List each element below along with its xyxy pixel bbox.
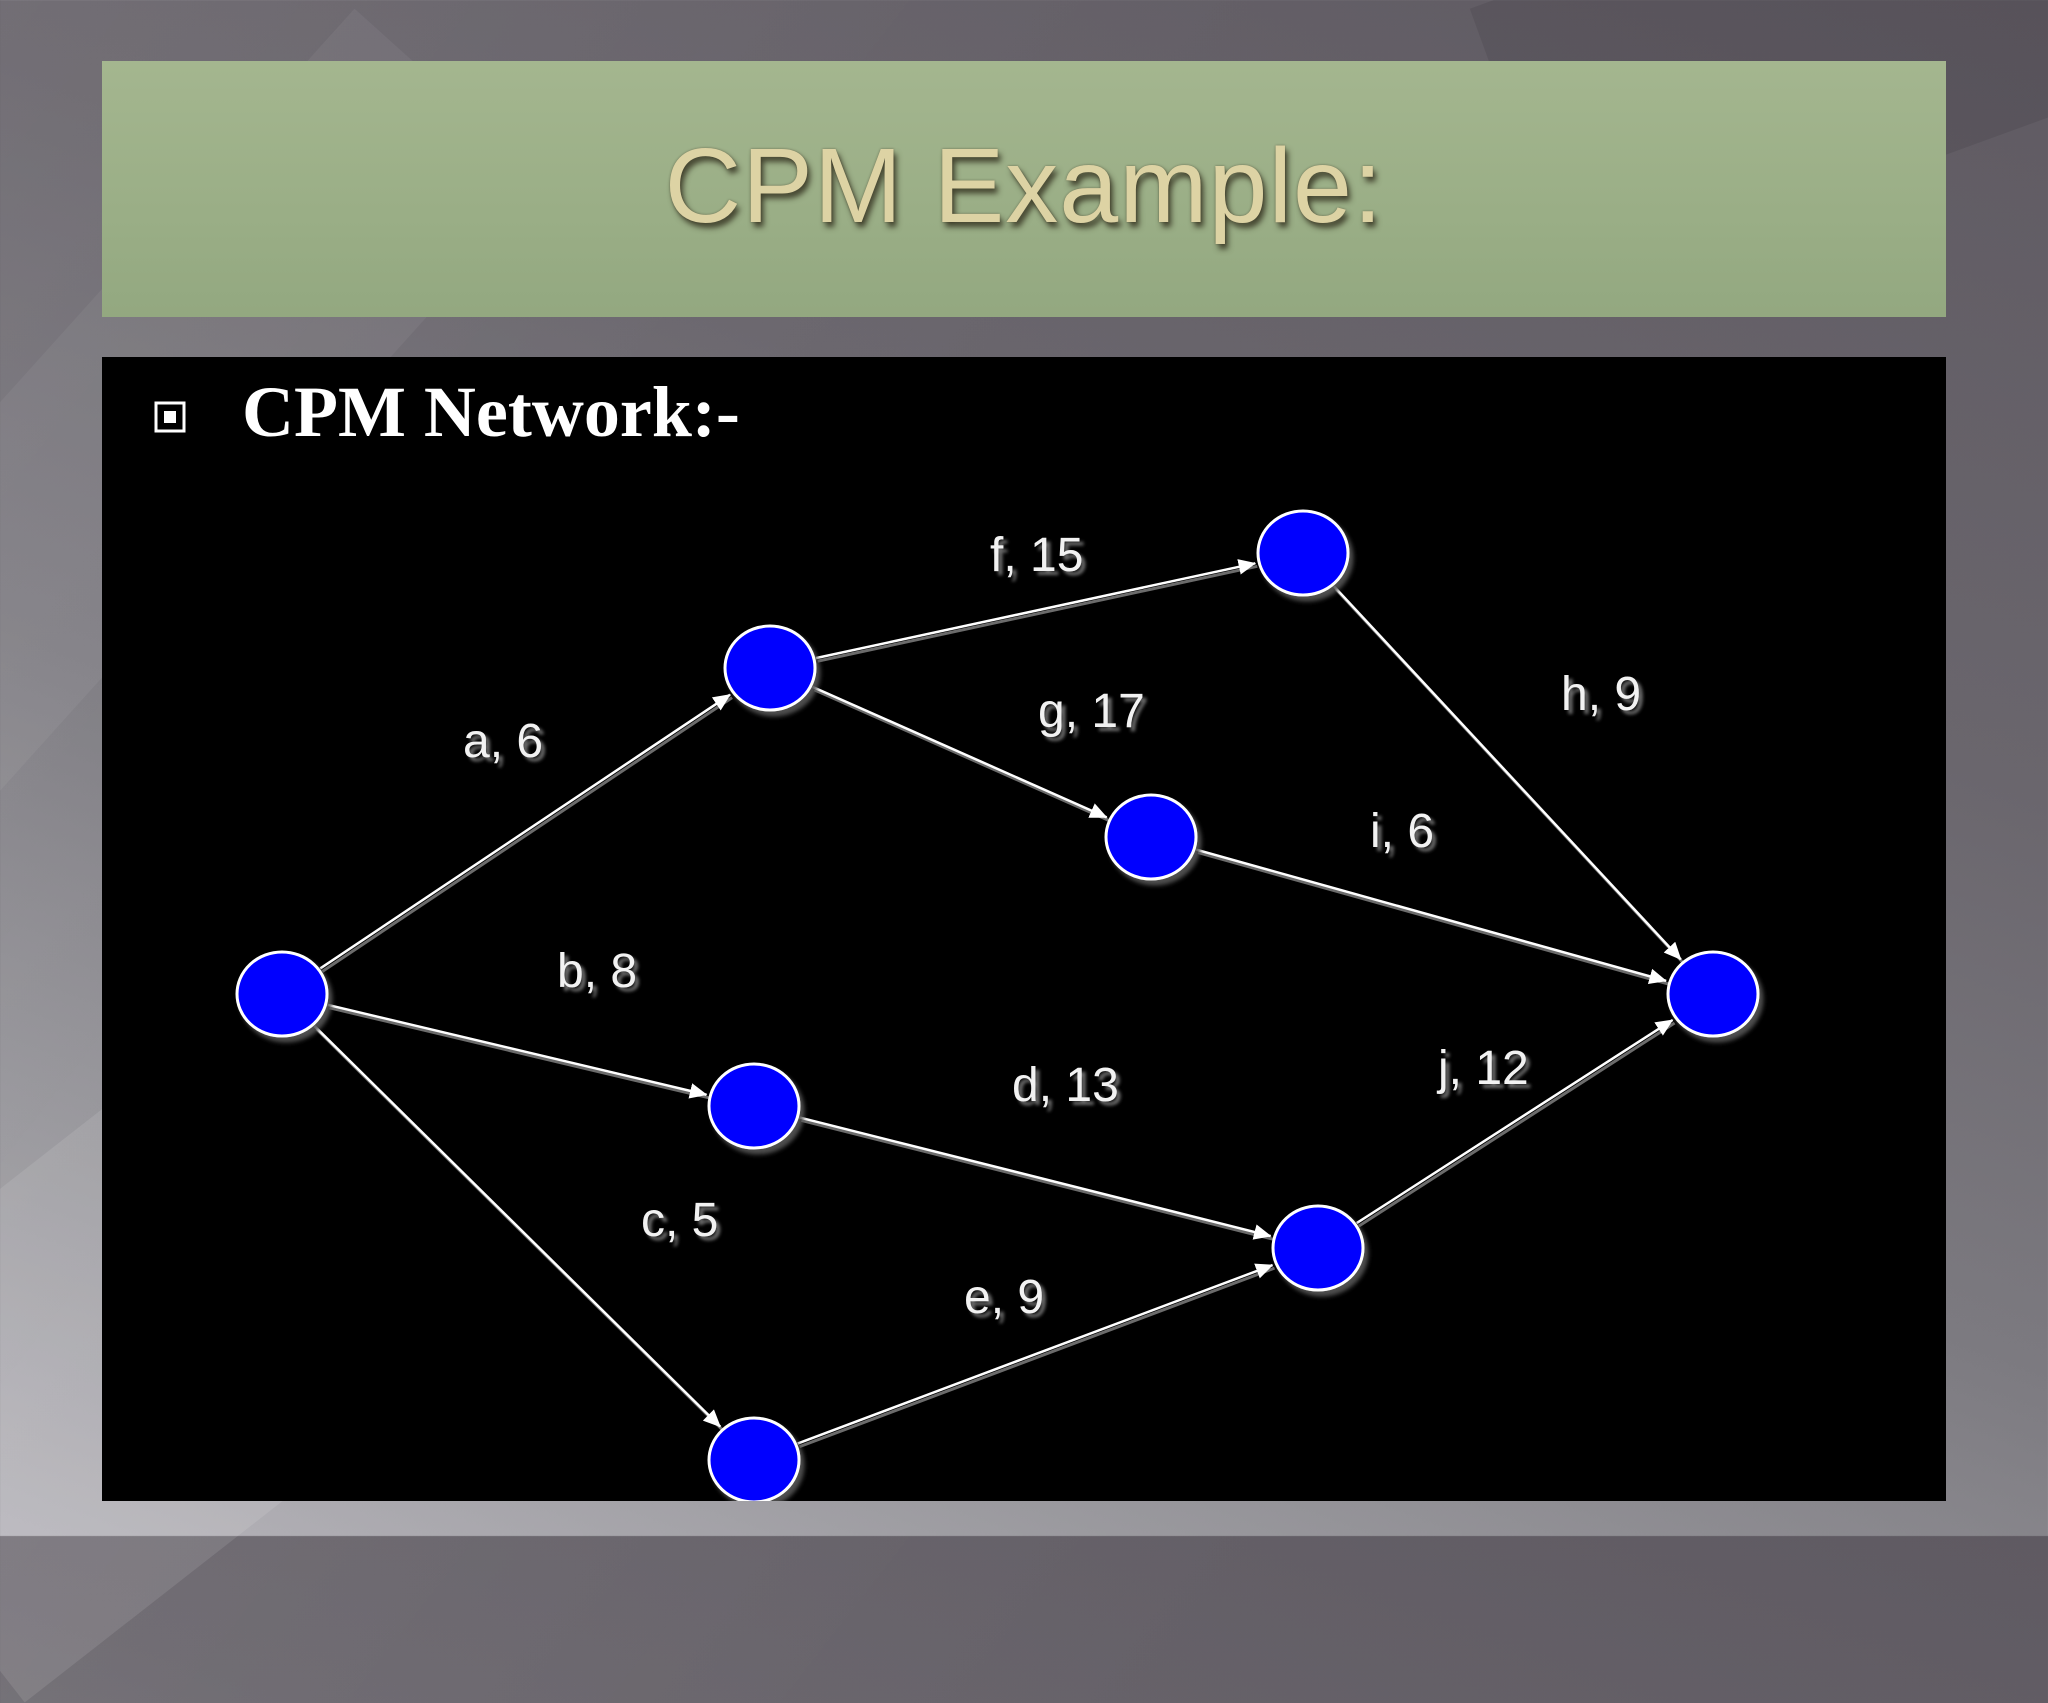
- edge-arrow-h: [1332, 585, 1682, 961]
- edge-label-d: d, 13: [1012, 1059, 1119, 1112]
- network-node-n7: [1271, 1204, 1365, 1292]
- cpm-network-diagram: a, 6 b, 8 c, 5 f, 15 g, 17 d, 13 e, 9 h, 9 i, 6 j…: [235, 509, 1760, 1501]
- edge-label-h: h, 9: [1561, 668, 1641, 721]
- edge-label-b: b, 8: [557, 945, 637, 998]
- edge-shadow: [329, 1006, 709, 1100]
- slide-title: CPM Example:: [664, 126, 1384, 245]
- edge-label-j: j, 12: [1436, 1042, 1529, 1095]
- edge-label-f: f, 15: [990, 529, 1083, 582]
- edge-label-a: a, 6: [463, 715, 543, 768]
- edge-arrow-a: [319, 693, 731, 970]
- edge-arrow-b: [327, 1003, 708, 1099]
- edge-arrow-j: [1356, 1018, 1674, 1225]
- edge-label-e: e, 9: [964, 1271, 1044, 1324]
- network-node-n2: [723, 624, 817, 712]
- edge-shadow: [813, 688, 1110, 822]
- edge-arrow-e: [797, 1263, 1274, 1445]
- network-node-n4: [707, 1416, 801, 1501]
- network-node-n8: [1666, 950, 1760, 1038]
- edge-arrow-c: [313, 1025, 722, 1428]
- edge-shadow: [321, 696, 733, 973]
- edge-arrow-i: [1195, 848, 1667, 984]
- network-node-n1: [235, 950, 329, 1038]
- edge-shadow: [799, 1266, 1276, 1449]
- edge-shadow: [801, 1118, 1274, 1241]
- network-node-n3: [707, 1062, 801, 1150]
- network-node-n6: [1104, 793, 1198, 881]
- edge-arrow-f: [815, 559, 1257, 660]
- edge-shadow: [1197, 851, 1669, 986]
- edge-shadow: [1357, 1021, 1676, 1228]
- title-bar: CPM Example:: [102, 61, 1946, 317]
- edge-label-c: c, 5: [641, 1194, 718, 1247]
- bullet-heading: CPM Network:-: [242, 372, 740, 452]
- edge-arrow-g: [811, 685, 1108, 819]
- content-panel: CPM Network:- a, 6 b, 8 c, 5 f, 15 g, 17 d, 1…: [102, 357, 1946, 1501]
- boxed-square-bullet-icon: [154, 401, 186, 433]
- edge-label-g: g, 17: [1038, 685, 1145, 738]
- edge-arrow-d: [799, 1116, 1272, 1240]
- bullet-item: CPM Network:-: [154, 371, 740, 454]
- edge-label-i: i, 6: [1370, 805, 1434, 858]
- edge-shadow: [817, 564, 1258, 663]
- network-node-n5: [1256, 509, 1350, 597]
